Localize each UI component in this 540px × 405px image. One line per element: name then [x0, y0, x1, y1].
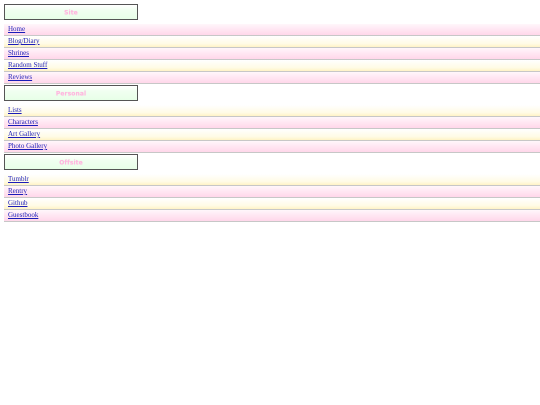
- nav-item-random-stuff: Random Stuff: [4, 60, 540, 72]
- nav-item-tumblr: Tumblr: [4, 174, 540, 186]
- nav-item-photo-gallery: Photo Gallery: [4, 141, 540, 153]
- section-header-offsite: Offsite: [4, 154, 138, 170]
- nav-link-blog-diary[interactable]: Blog/Diary: [8, 37, 40, 45]
- section-title: Offsite: [59, 159, 83, 166]
- nav-item-github: Github: [4, 198, 540, 210]
- sidebar-nav: Site Home Blog/Diary Shrines Random Stuf…: [4, 4, 540, 222]
- nav-link-reviews[interactable]: Reviews: [8, 73, 33, 81]
- nav-link-tumblr[interactable]: Tumblr: [8, 175, 29, 183]
- nav-list-personal: Lists Characters Art Gallery Photo Galle…: [4, 105, 540, 153]
- nav-link-shrines[interactable]: Shrines: [8, 49, 29, 57]
- nav-item-blog-diary: Blog/Diary: [4, 36, 540, 48]
- nav-item-reviews: Reviews: [4, 72, 540, 84]
- nav-item-home: Home: [4, 24, 540, 36]
- nav-link-home[interactable]: Home: [8, 25, 26, 33]
- nav-link-rentry[interactable]: Rentry: [8, 187, 28, 195]
- section-title: Personal: [55, 90, 87, 97]
- nav-item-guestbook: Guestbook: [4, 210, 540, 222]
- nav-item-lists: Lists: [4, 105, 540, 117]
- nav-item-characters: Characters: [4, 117, 540, 129]
- nav-list-site: Home Blog/Diary Shrines Random Stuff Rev…: [4, 24, 540, 84]
- nav-item-rentry: Rentry: [4, 186, 540, 198]
- nav-link-random-stuff[interactable]: Random Stuff: [8, 61, 48, 69]
- nav-link-art-gallery[interactable]: Art Gallery: [8, 130, 41, 138]
- section-header-site: Site: [4, 4, 138, 20]
- nav-item-art-gallery: Art Gallery: [4, 129, 540, 141]
- nav-link-github[interactable]: Github: [8, 199, 28, 207]
- nav-link-photo-gallery[interactable]: Photo Gallery: [8, 142, 48, 150]
- section-title: Site: [64, 9, 78, 16]
- nav-link-lists[interactable]: Lists: [8, 106, 22, 114]
- nav-link-characters[interactable]: Characters: [8, 118, 38, 126]
- nav-item-shrines: Shrines: [4, 48, 540, 60]
- section-header-personal: Personal: [4, 85, 138, 101]
- nav-link-guestbook[interactable]: Guestbook: [8, 211, 39, 219]
- nav-list-offsite: Tumblr Rentry Github Guestbook: [4, 174, 540, 222]
